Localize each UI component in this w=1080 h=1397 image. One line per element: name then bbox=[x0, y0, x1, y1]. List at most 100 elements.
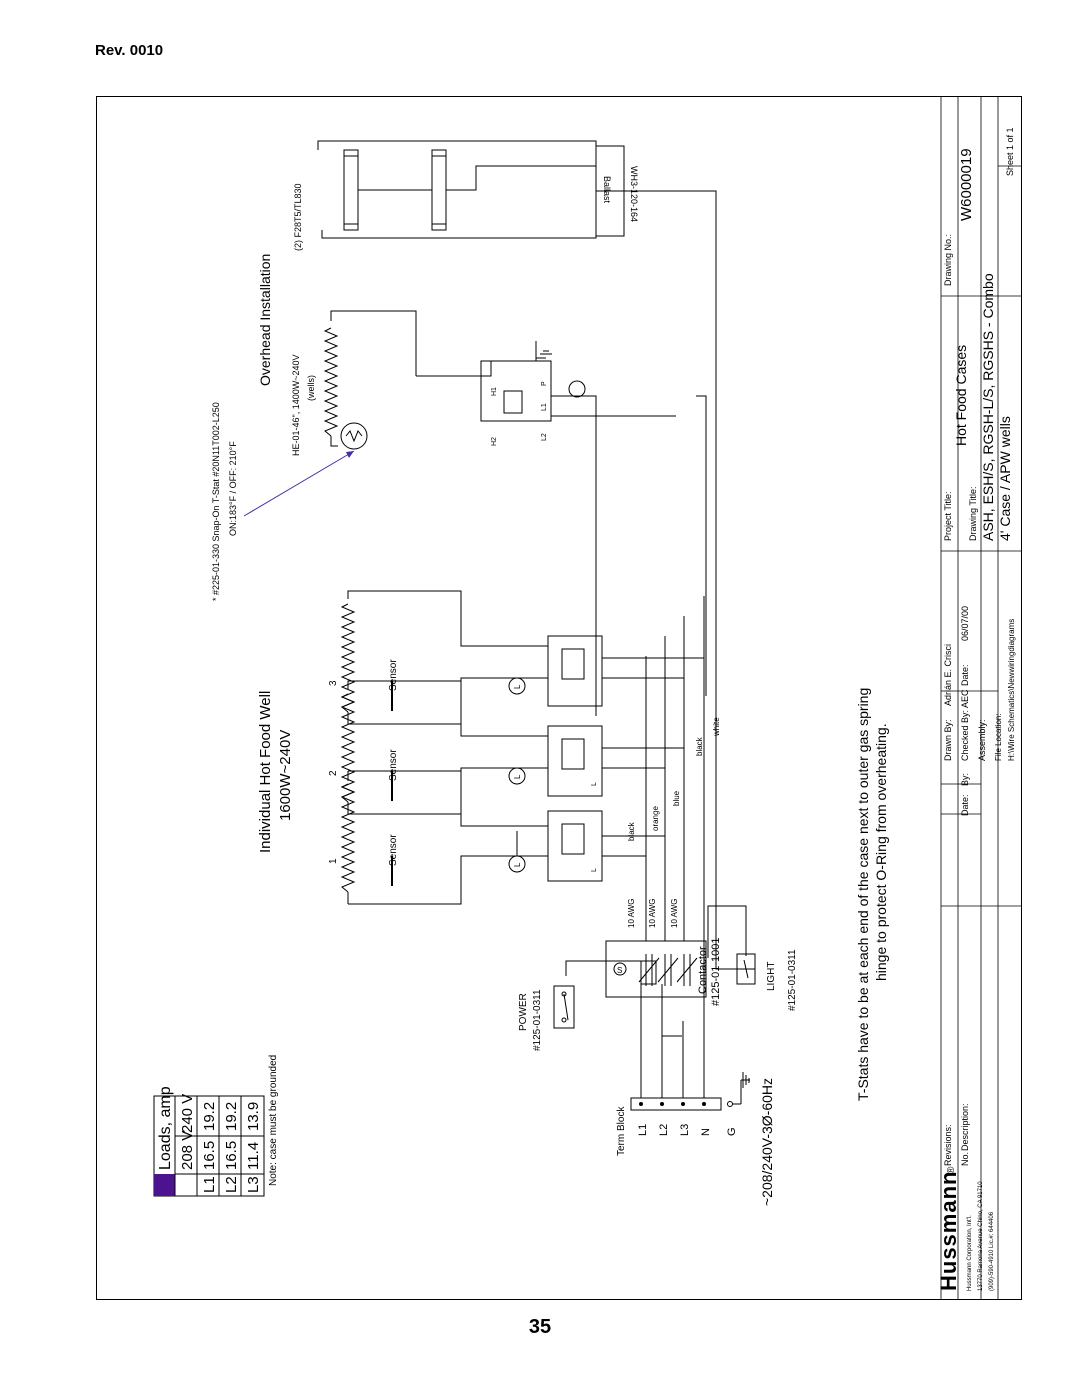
wire-color: black bbox=[627, 821, 636, 841]
well-light-symbol: L bbox=[513, 684, 522, 689]
loads-col-208: 208 V bbox=[179, 1131, 196, 1170]
page-number: 35 bbox=[528, 1316, 552, 1338]
drawing-title-line2: 4' Case / APW wells bbox=[997, 416, 1013, 541]
wire-color: blue bbox=[672, 790, 681, 806]
date2-label: Date: bbox=[960, 664, 970, 686]
tstat-note-line2: hinge to protect O-Ring from overheating… bbox=[873, 723, 889, 981]
checked-by-label: Checked By: bbox=[960, 710, 970, 761]
title-block bbox=[940, 96, 1022, 1300]
lamps-label: (2) F28T5/TL830 bbox=[293, 183, 303, 251]
sensor-label: Sensor bbox=[388, 659, 399, 691]
well-3: 3 Sensor L bbox=[328, 590, 704, 725]
term-block: Term Block L1 L2 L3 N G bbox=[616, 1072, 750, 1156]
well-light-symbol: L bbox=[513, 774, 522, 779]
contactor-label: Contactor bbox=[697, 946, 709, 994]
file-location: H:\Wire Schematics\Newwiringdiagrams bbox=[1007, 619, 1016, 761]
ground-icon bbox=[740, 1072, 750, 1088]
revisions-label: Revisions: bbox=[943, 1124, 953, 1166]
overhead-heater-sub: (wells) bbox=[306, 375, 316, 401]
file-location-label: File Location: bbox=[994, 713, 1003, 761]
bus-wires bbox=[596, 190, 755, 970]
wiring-diagram: Loads, amp 208 V 240 V L1 16.5 19.2 L2 1… bbox=[153, 96, 1022, 1300]
loads-row-line: L3 bbox=[245, 1176, 262, 1193]
wire-color: black bbox=[695, 736, 704, 756]
switch-terminal: L2 bbox=[541, 433, 548, 441]
loads-row-240: 13.9 bbox=[245, 1102, 262, 1131]
tstat-note-line1: T-Stats have to be at each end of the ca… bbox=[855, 688, 871, 1101]
well-2: 2 Sensor L L bbox=[328, 680, 684, 815]
fluorescent-lamp bbox=[343, 149, 359, 231]
term-label: G bbox=[726, 1127, 738, 1136]
no-label: No. bbox=[960, 1152, 970, 1166]
power-switch-part: #125-01-0311 bbox=[532, 989, 543, 1051]
power-switch-label: POWER bbox=[518, 993, 529, 1031]
wire-gauge: 10 AWG bbox=[648, 899, 657, 929]
overhead-switch-box bbox=[480, 360, 552, 422]
overhead-installation: Overhead Installation * #225-01-330 Snap… bbox=[211, 140, 676, 716]
light-switch: LIGHT #125-01-0311 bbox=[736, 949, 798, 1011]
drawing-no-label: Drawing No.: bbox=[943, 234, 953, 286]
ballast bbox=[595, 145, 625, 237]
wells-title: Individual Hot Food Well bbox=[257, 691, 274, 853]
revision-label: Rev. 0010 bbox=[95, 42, 164, 59]
term-label: L2 bbox=[658, 1124, 670, 1136]
ground-note: Note: case must be grounded bbox=[268, 1055, 279, 1186]
contactor-coil-label: S bbox=[617, 966, 622, 975]
switch-terminal: H1 bbox=[491, 387, 498, 396]
registered-mark: ® bbox=[946, 1166, 957, 1174]
overhead-title: Overhead Installation bbox=[257, 254, 273, 386]
tstat-pointer-arrow bbox=[243, 450, 355, 517]
date-label: Date: bbox=[960, 794, 970, 816]
light-switch-part: #125-01-0311 bbox=[787, 949, 798, 1011]
checked-by: AEC bbox=[960, 689, 970, 708]
supply-label: ~208/240V-3Ø-60Hz bbox=[759, 1078, 775, 1206]
supply-wires bbox=[565, 960, 705, 1098]
drawn-by: Adrián E. Crisci bbox=[943, 644, 953, 706]
project-title: Hot Food Cases bbox=[953, 345, 969, 446]
thermostat-label: L bbox=[591, 868, 598, 872]
loads-row-240: 19.2 bbox=[223, 1102, 240, 1131]
hussmann-logo: Hussmann bbox=[936, 1171, 961, 1291]
assembly-label: Assembly: bbox=[977, 719, 987, 761]
term-label: L3 bbox=[679, 1124, 691, 1136]
wire-gauge: 10 AWG bbox=[670, 899, 679, 929]
address-line: Hussmann Corporation, Int'l. bbox=[967, 1215, 973, 1291]
overhead-thermostat bbox=[340, 422, 368, 450]
term-block-label: Term Block bbox=[616, 1106, 627, 1156]
description-label: Description: bbox=[960, 1103, 970, 1151]
overhead-tstat-settings: ON:183°F / OFF: 210°F bbox=[228, 441, 238, 536]
address-line: (909)-590-4910 Lic.#: 644406 bbox=[989, 1211, 995, 1291]
title-block-text: Hussmann ® Hussmann Corporation, Int'l. … bbox=[936, 127, 1016, 1291]
wiring-diagram-sheet: Loads, amp 208 V 240 V L1 16.5 19.2 L2 1… bbox=[96, 96, 1022, 1300]
switch-terminal: L1 bbox=[541, 403, 548, 411]
by-label: By: bbox=[960, 773, 970, 786]
ballast-label: Ballast bbox=[602, 176, 612, 204]
sensor-label: Sensor bbox=[388, 834, 399, 866]
loads-row-208: 11.4 bbox=[245, 1142, 262, 1170]
address-line: 13770 Ramona Avenue Chino, CA 91710 bbox=[978, 1181, 984, 1291]
loads-table: Loads, amp 208 V 240 V L1 16.5 19.2 L2 1… bbox=[153, 1086, 265, 1197]
contactor-part: #125-01-1001 bbox=[710, 937, 722, 1006]
drawn-date: 06/07/00 bbox=[960, 606, 970, 641]
thermostat-label: L bbox=[591, 782, 598, 786]
switch-terminal: P bbox=[541, 381, 548, 386]
overhead-heater: HE-01-46", 1400W~240V bbox=[291, 354, 301, 456]
loads-col-240: 240 V bbox=[179, 1094, 196, 1133]
drawing-title-line1: ASH, ESH/S, RGSH-L/S, RGSHS - Combo bbox=[980, 273, 996, 541]
light-switch-label: LIGHT bbox=[766, 962, 777, 991]
ground-icon bbox=[535, 341, 552, 359]
wire-color: white bbox=[712, 717, 721, 737]
power-switch: POWER #125-01-0311 bbox=[518, 985, 575, 1051]
loads-row-line: L1 bbox=[201, 1176, 218, 1193]
well-number: 1 bbox=[328, 858, 339, 864]
well-number: 3 bbox=[328, 680, 339, 686]
well-1: 1 Sensor L L bbox=[328, 770, 665, 905]
loads-row-line: L2 bbox=[223, 1176, 240, 1193]
loads-row-208: 16.5 bbox=[201, 1141, 218, 1170]
well-light-symbol: L bbox=[513, 862, 522, 867]
drawing-title-label: Drawing Title: bbox=[968, 486, 978, 541]
sheet-number: Sheet 1 of 1 bbox=[1005, 127, 1015, 176]
ballast-part: WH3-120-164 bbox=[629, 166, 639, 222]
switch-terminal: H2 bbox=[491, 437, 498, 446]
loads-title: Loads, amp bbox=[157, 1086, 174, 1170]
